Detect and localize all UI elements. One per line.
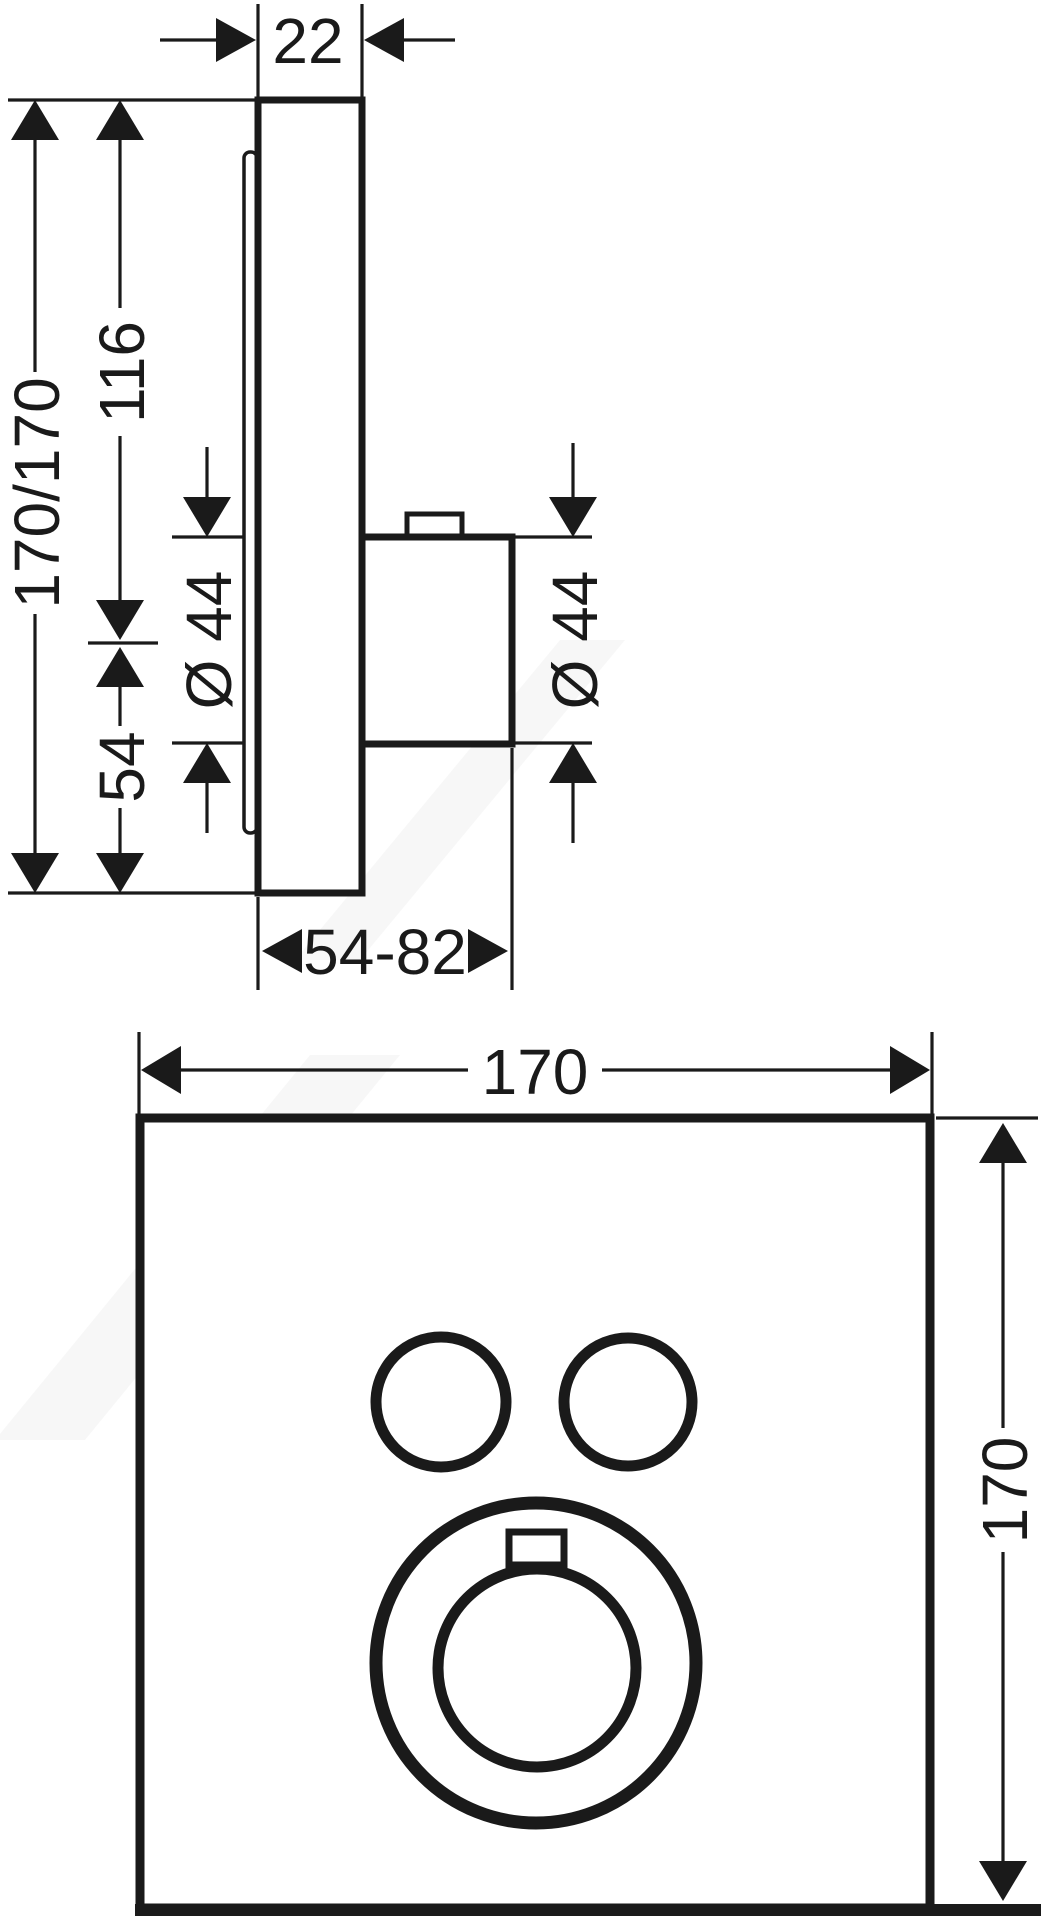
dimension-front-height: 170	[936, 1116, 1041, 1901]
plate-side-outline	[254, 96, 366, 897]
arrowhead	[979, 1861, 1027, 1901]
dimension-label-top-to-handle-center: 116	[86, 321, 158, 423]
dimension-handle-center-to-bottom: 54	[86, 641, 158, 893]
arrowhead	[468, 929, 508, 973]
arrowhead	[979, 1123, 1027, 1163]
arrowhead	[890, 1046, 930, 1094]
arrowhead	[96, 853, 144, 893]
dimension-label-plate-thickness: 22	[272, 5, 343, 77]
dimension-label-mounting-depth-range: 54-82	[303, 916, 467, 988]
dimension-label-handle-center-to-bottom: 54	[86, 731, 158, 802]
dimension-mounting-depth-range: 54-82	[256, 748, 514, 990]
arrowhead	[96, 647, 144, 687]
dimension-top-to-handle-center: 116	[86, 100, 158, 640]
dimension-label-handle-diameter-right: Ø 44	[539, 571, 611, 710]
arrowhead	[11, 853, 59, 893]
thermostat-handle-inner	[432, 1563, 642, 1773]
arrowhead	[364, 18, 404, 62]
thermostat-handle-outer	[369, 1496, 703, 1830]
arrowhead	[549, 497, 597, 537]
dimension-plate-thickness: 22	[160, 5, 455, 77]
select-button-left	[370, 1331, 512, 1473]
arrowhead	[141, 1046, 181, 1094]
plate-front-outline	[135, 1113, 935, 1913]
arrowhead	[262, 929, 302, 973]
handle-side-outline	[358, 533, 516, 748]
arrowhead	[183, 497, 231, 537]
dimension-label-front-width: 170	[482, 1036, 589, 1108]
dimension-handle-diameter-left: Ø 44	[172, 447, 245, 833]
dimension-handle-diameter-right: Ø 44	[514, 443, 611, 843]
arrowhead	[11, 100, 59, 140]
dimension-overall-height: 170/170	[1, 100, 73, 893]
select-button-right	[558, 1332, 698, 1472]
dimension-label-handle-diameter-left: Ø 44	[173, 571, 245, 710]
arrowhead	[549, 743, 597, 783]
front-view: 170 170	[135, 1032, 1041, 1916]
arrowhead	[96, 600, 144, 640]
arrowhead	[216, 18, 256, 62]
dimension-label-front-height: 170	[969, 1437, 1041, 1544]
side-view: 22 170/170 116 54	[1, 4, 611, 990]
arrowhead	[183, 743, 231, 783]
handle-grip-tab-front	[505, 1528, 568, 1569]
arrowhead	[96, 100, 144, 140]
dimension-front-width: 170	[137, 1032, 934, 1115]
dimension-label-overall-height: 170/170	[1, 377, 73, 608]
